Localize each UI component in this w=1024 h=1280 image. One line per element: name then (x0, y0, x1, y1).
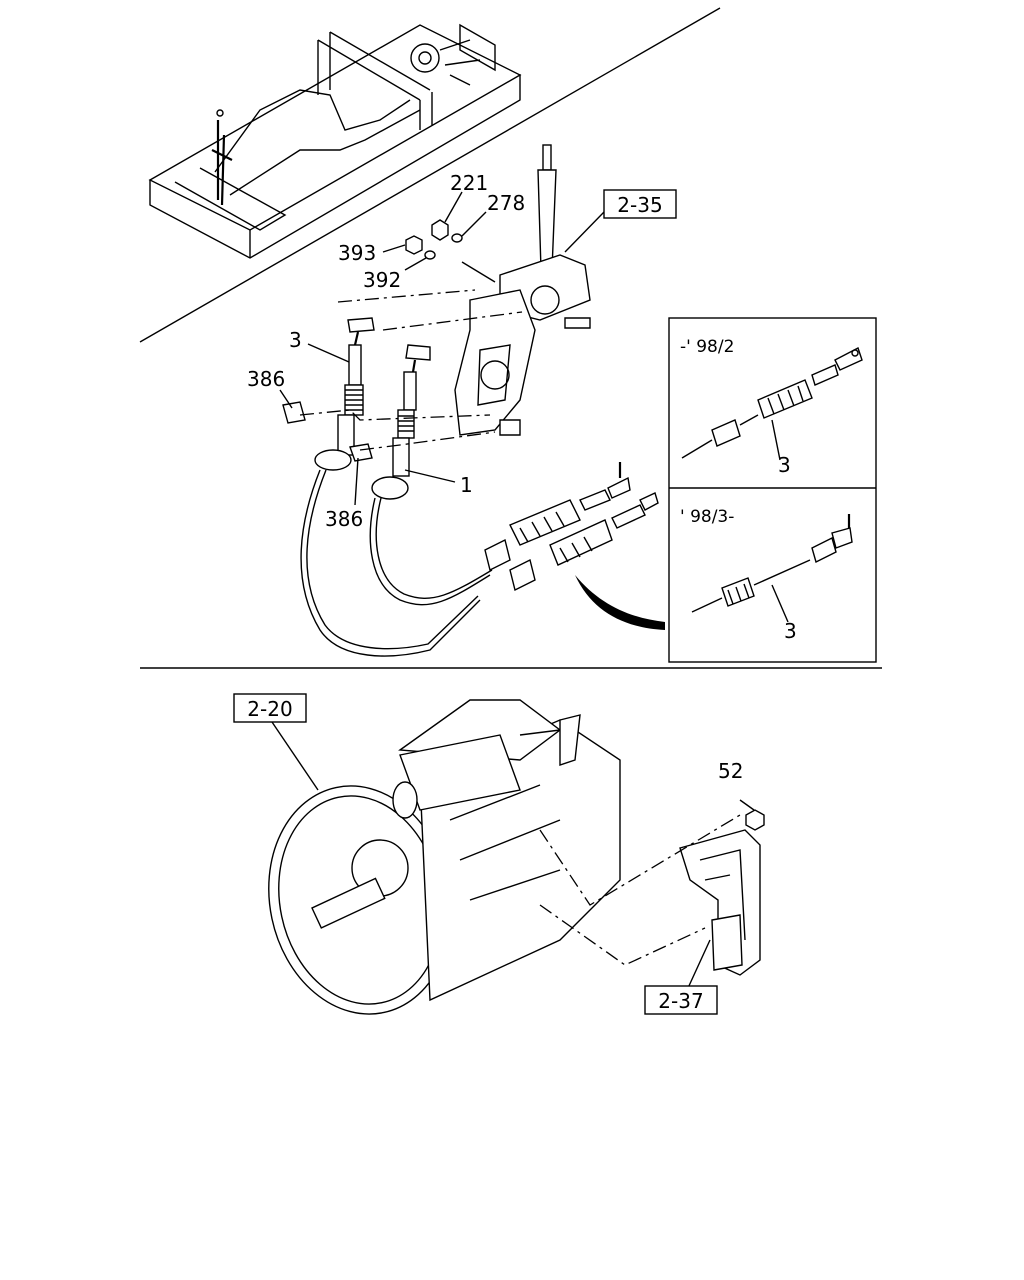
ref-label-2-20: 2-20 (247, 697, 292, 721)
leader-inset-early-3 (771, 419, 781, 461)
callout-393: 393 (338, 241, 376, 265)
leader-2-20 (271, 721, 319, 791)
inset-frame (668, 317, 877, 663)
ref-box-2-35: 2-35 (603, 189, 677, 219)
ref-box-2-37: 2-37 (644, 985, 718, 1015)
upper-divider-line (139, 7, 721, 343)
inset-late-period: ' 98/3- (680, 507, 734, 527)
inset-late-part: 3 (784, 619, 797, 643)
leader-inset-late-3 (771, 584, 789, 623)
ref-label-2-35: 2-35 (617, 193, 662, 217)
inset-early-cable (681, 346, 863, 459)
shift-cable-3 (300, 317, 481, 657)
callout-52: 52 (718, 759, 743, 783)
inset-early-part: 3 (778, 453, 791, 477)
dash-link-c (299, 409, 491, 421)
inset-late-cable (691, 514, 853, 613)
leader-386-upper (279, 389, 293, 409)
leader-1 (404, 469, 456, 483)
dash-link-bracket-a (539, 814, 741, 906)
dash-link-b (382, 311, 523, 331)
leader-3 (307, 343, 350, 363)
ref-box-2-20: 2-20 (233, 693, 307, 723)
dash-link-d (359, 431, 496, 451)
callout-3: 3 (289, 328, 302, 352)
leader-386-lower (354, 457, 359, 506)
nut-221 (431, 219, 449, 241)
nut-52 (745, 809, 765, 831)
washer-392 (424, 250, 436, 260)
cable-end-lower (509, 492, 659, 592)
mounting-bracket (679, 829, 761, 976)
select-cable-1 (369, 344, 493, 606)
shift-lever-assembly (454, 144, 591, 436)
leader-2-35 (564, 211, 605, 253)
leader-392 (404, 257, 427, 271)
ref-label-2-37: 2-37 (658, 989, 703, 1013)
washer-278 (451, 233, 463, 243)
vehicle-frame-illustration (148, 23, 522, 259)
nut-52-leader (739, 799, 755, 811)
nut-393 (405, 235, 423, 255)
inset-arrow (575, 575, 665, 630)
leader-2-37 (687, 939, 711, 989)
callout-392: 392 (363, 268, 401, 292)
bolt-pointer-line (461, 261, 496, 283)
leader-278 (461, 211, 487, 237)
callout-221: 221 (450, 171, 488, 195)
callout-278: 278 (487, 191, 525, 215)
callout-386-upper: 386 (247, 367, 285, 391)
clip-386-lower (349, 443, 373, 462)
callout-1: 1 (460, 473, 473, 497)
leader-221 (444, 191, 463, 223)
clip-386-upper (282, 401, 306, 424)
callout-386-lower: 386 (325, 507, 363, 531)
transmission-illustration (268, 699, 621, 1015)
dash-link-a (337, 289, 476, 303)
dash-link-bracket-b (539, 904, 706, 966)
inset-early-period: -' 98/2 (680, 337, 734, 357)
cable-end-upper (484, 462, 631, 572)
leader-393 (382, 244, 406, 253)
